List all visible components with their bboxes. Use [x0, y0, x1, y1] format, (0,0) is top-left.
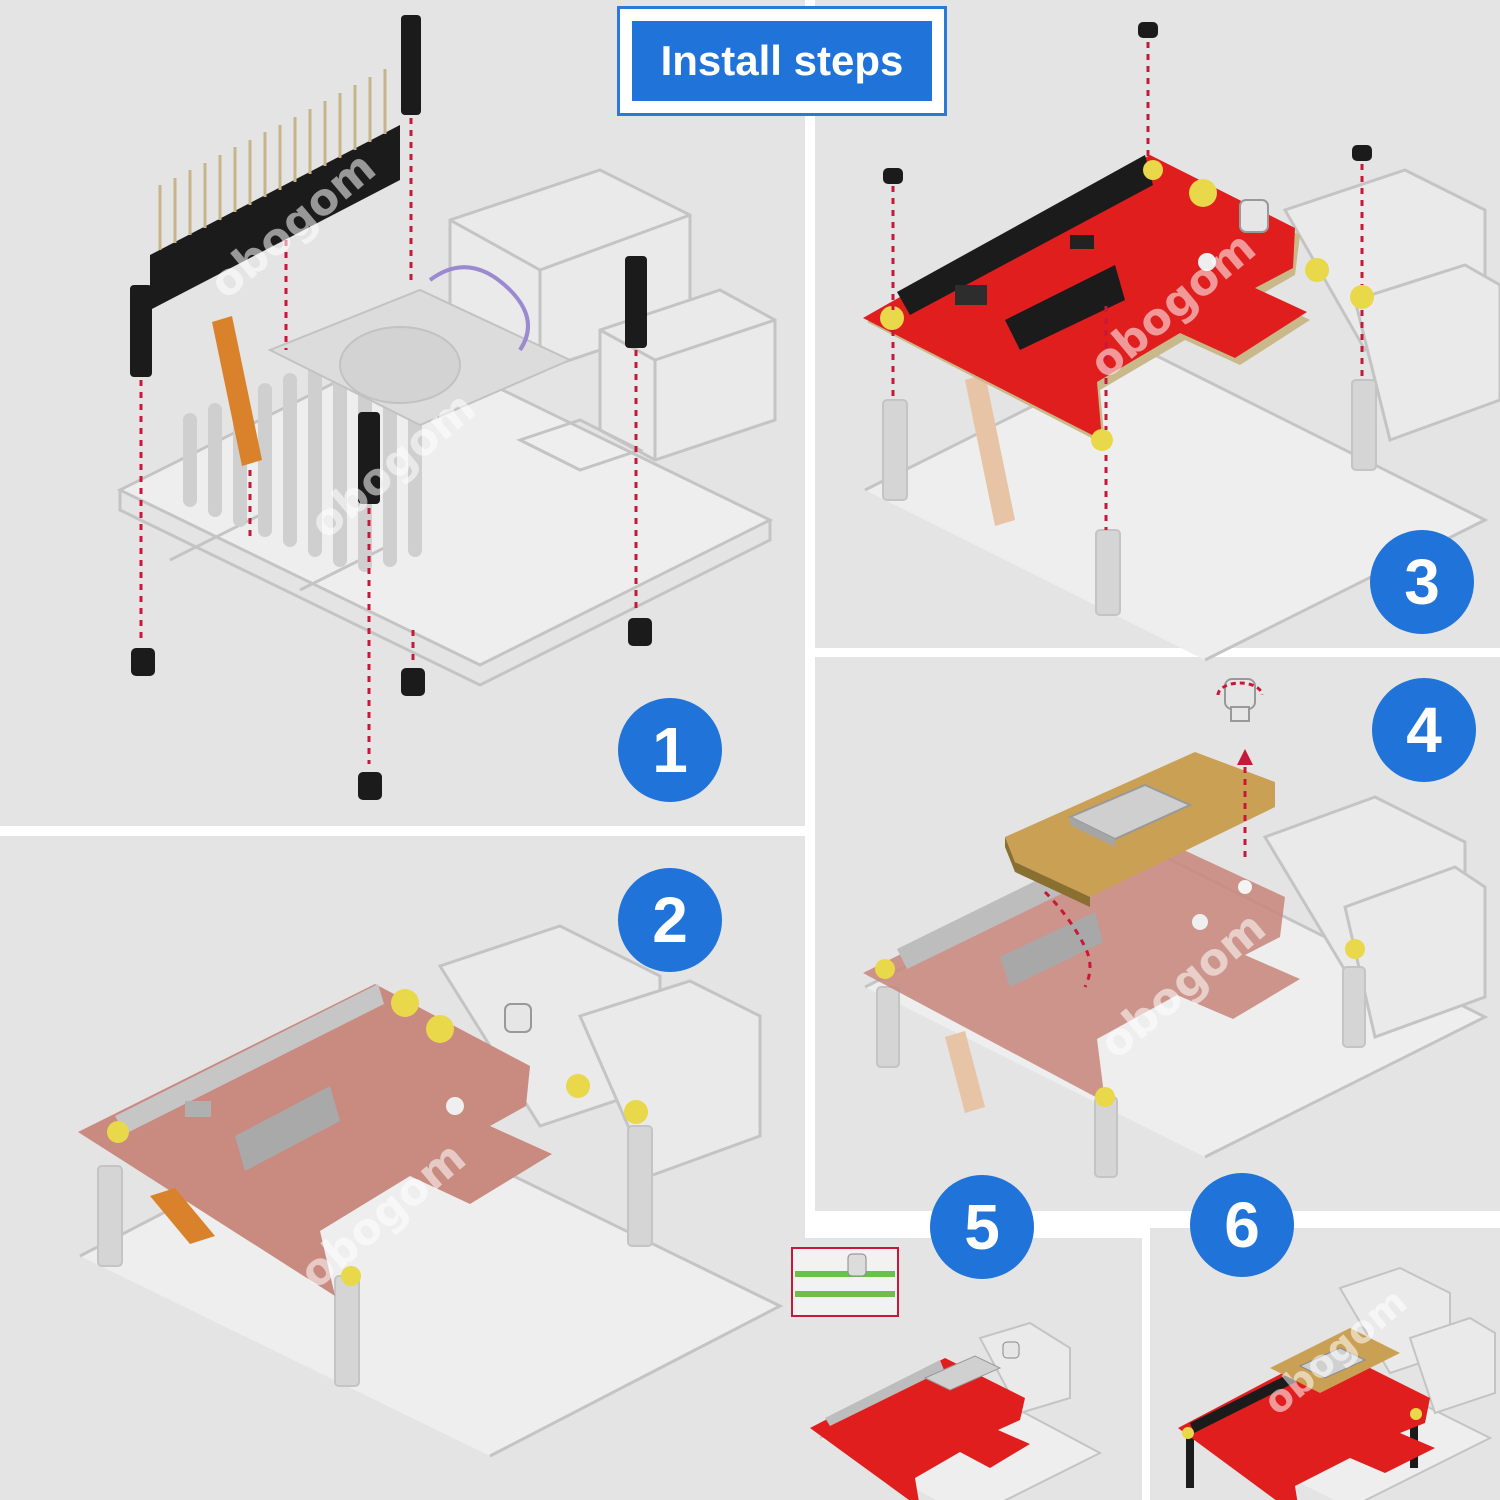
step-2-illustration: [78, 924, 784, 1458]
step-6-illustration: [1178, 1266, 1496, 1500]
title-frame: Install steps: [617, 6, 947, 116]
step-4-illustration: [863, 678, 1489, 1178]
step-5-illustration: [791, 1247, 1103, 1500]
step-3-badge: 3: [1370, 530, 1474, 634]
page-title: Install steps: [632, 21, 932, 101]
step-2-badge: 2: [618, 868, 722, 972]
step-3-illustration: [863, 22, 1500, 662]
step-4-badge: 4: [1372, 678, 1476, 782]
step-1-badge: 1: [618, 698, 722, 802]
step-1-illustration: [116, 15, 777, 800]
step-6-badge: 6: [1190, 1173, 1294, 1277]
step-5-badge: 5: [930, 1175, 1034, 1279]
